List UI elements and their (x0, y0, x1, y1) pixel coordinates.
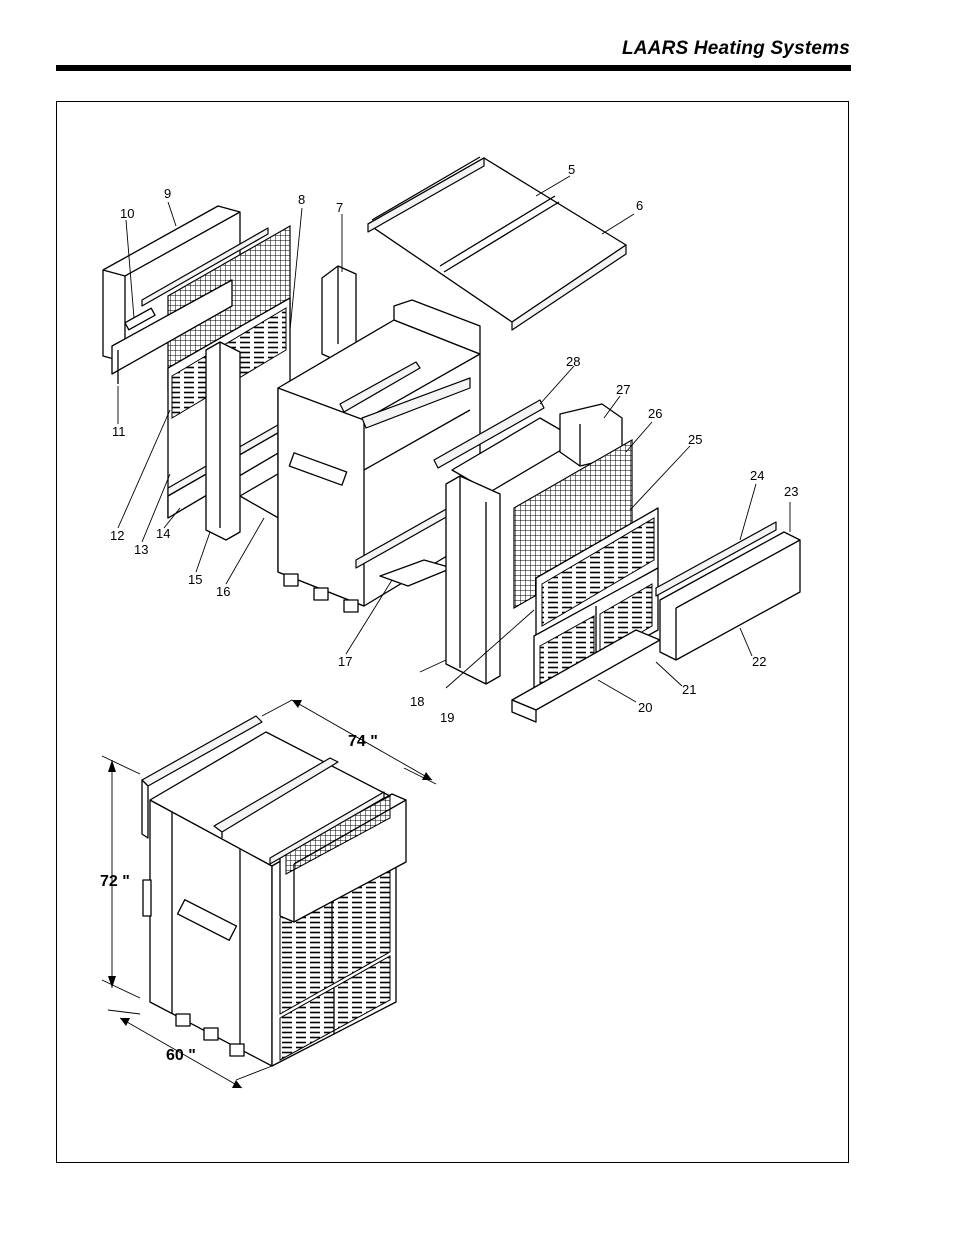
callout-16: 16 (216, 584, 230, 599)
callout-5: 5 (568, 162, 575, 177)
callout-13: 13 (134, 542, 148, 557)
dimension-width-label: 60 " (166, 1047, 196, 1064)
callout-26: 26 (648, 406, 662, 421)
left-lower-small-panel (111, 279, 233, 384)
main-cabinet-body (277, 299, 481, 613)
dimension-lines (101, 699, 437, 1089)
assembled-unit (141, 715, 407, 1067)
right-side-panel (445, 475, 501, 685)
header-rule (56, 65, 851, 71)
callout-11: 11 (112, 424, 126, 439)
right-lower-door-panels (533, 567, 659, 699)
callout-25: 25 (688, 432, 702, 447)
callout-21: 21 (682, 682, 696, 697)
callout-18: 18 (410, 694, 424, 709)
callout-10: 10 (120, 206, 134, 221)
right-side-trim (655, 521, 801, 661)
dimension-depth-label: 74 " (348, 733, 378, 750)
callout-14: 14 (156, 526, 170, 541)
top-panel (367, 156, 627, 331)
callout-22: 22 (752, 654, 766, 669)
callout-7: 7 (336, 200, 343, 215)
callout-28: 28 (566, 354, 580, 369)
callout-20: 20 (638, 700, 652, 715)
callout-17: 17 (338, 654, 352, 669)
left-side-post (205, 341, 241, 541)
dimension-height-label: 72 " (100, 873, 130, 890)
callout-27: 27 (616, 382, 630, 397)
callout-leader-lines (117, 175, 791, 703)
callout-9: 9 (164, 186, 171, 201)
callout-6: 6 (636, 198, 643, 213)
header-title: LAARS Heating Systems (621, 38, 850, 59)
callout-19: 19 (440, 710, 454, 725)
callout-24: 24 (750, 468, 764, 483)
callout-15: 15 (188, 572, 202, 587)
callout-23: 23 (784, 484, 798, 499)
callout-8: 8 (298, 192, 305, 207)
figure-frame (56, 101, 849, 1163)
callout-12: 12 (110, 528, 124, 543)
